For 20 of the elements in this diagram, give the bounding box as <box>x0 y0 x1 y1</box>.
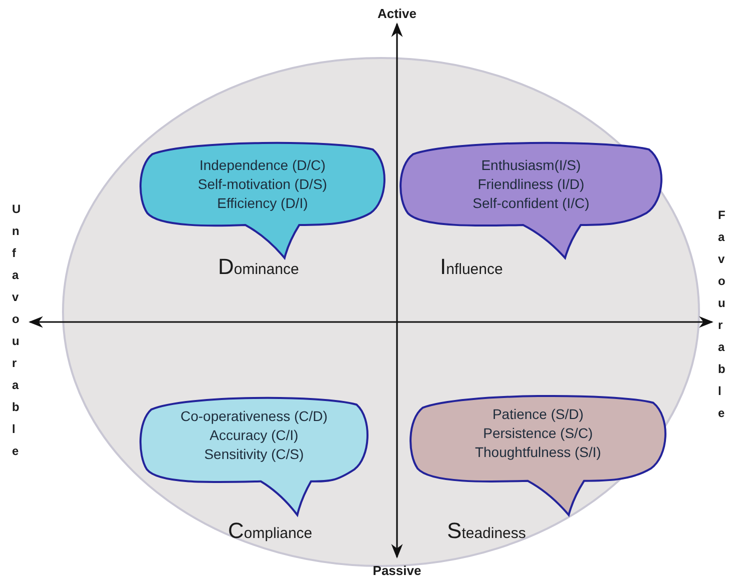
trait-text: Efficiency (D/I) <box>217 194 308 213</box>
trait-text: Enthusiasm(I/S) <box>481 156 581 175</box>
quadrant-name: Compliance <box>228 520 312 545</box>
trait-text: Self-motivation (D/S) <box>198 175 328 194</box>
trait-text: Persistence (S/C) <box>483 424 593 443</box>
quadrant-name: Influence <box>440 256 503 281</box>
trait-text: Patience (S/D) <box>492 405 584 424</box>
quadrant-name: Steadiness <box>447 520 526 545</box>
trait-text: Sensitivity (C/S) <box>204 445 304 464</box>
axis-label: Active <box>376 5 418 23</box>
trait-text: Self-confident (I/C) <box>472 194 590 213</box>
trait-text: Co-operativeness (C/D) <box>180 407 328 426</box>
trait-text: Friendliness (I/D) <box>478 175 584 194</box>
axis-label: Unfavourable <box>12 201 18 460</box>
quadrant-name: Dominance <box>218 256 299 281</box>
axis-label: Passive <box>372 562 422 579</box>
axis-label: Favourable <box>718 207 724 422</box>
trait-text: Independence (D/C) <box>199 156 326 175</box>
trait-text: Accuracy (C/I) <box>210 426 298 445</box>
trait-text: Thoughtfulness (S/I) <box>474 443 602 462</box>
